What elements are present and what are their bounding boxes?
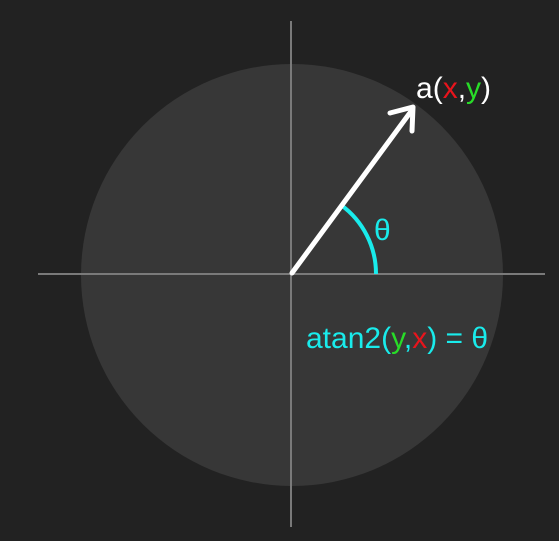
formula-close-paren: ) [427, 322, 438, 355]
vector-shaft [289, 107, 415, 276]
formula-x-argument: x [412, 322, 428, 355]
point-label: a(x,y) [416, 74, 491, 104]
angle-arc [339, 203, 379, 275]
formula-open-paren: ( [381, 322, 392, 355]
formula-function-name: atan2 [306, 322, 382, 355]
formula-result-theta: θ [471, 322, 489, 355]
point-open-paren: ( [432, 72, 443, 105]
angle-theta-label: θ [374, 214, 391, 247]
point-x-coordinate: x [442, 72, 458, 105]
atan2-formula: atan2(y,x) = θ [306, 324, 488, 354]
point-close-paren: ) [481, 72, 492, 105]
formula-comma: , [403, 322, 413, 355]
formula-equals: = [437, 322, 472, 355]
point-name: a [416, 72, 433, 105]
point-comma: , [457, 72, 467, 105]
formula-y-argument: y [391, 322, 404, 355]
vector-arrowhead [387, 104, 416, 134]
point-y-coordinate: y [466, 72, 482, 105]
